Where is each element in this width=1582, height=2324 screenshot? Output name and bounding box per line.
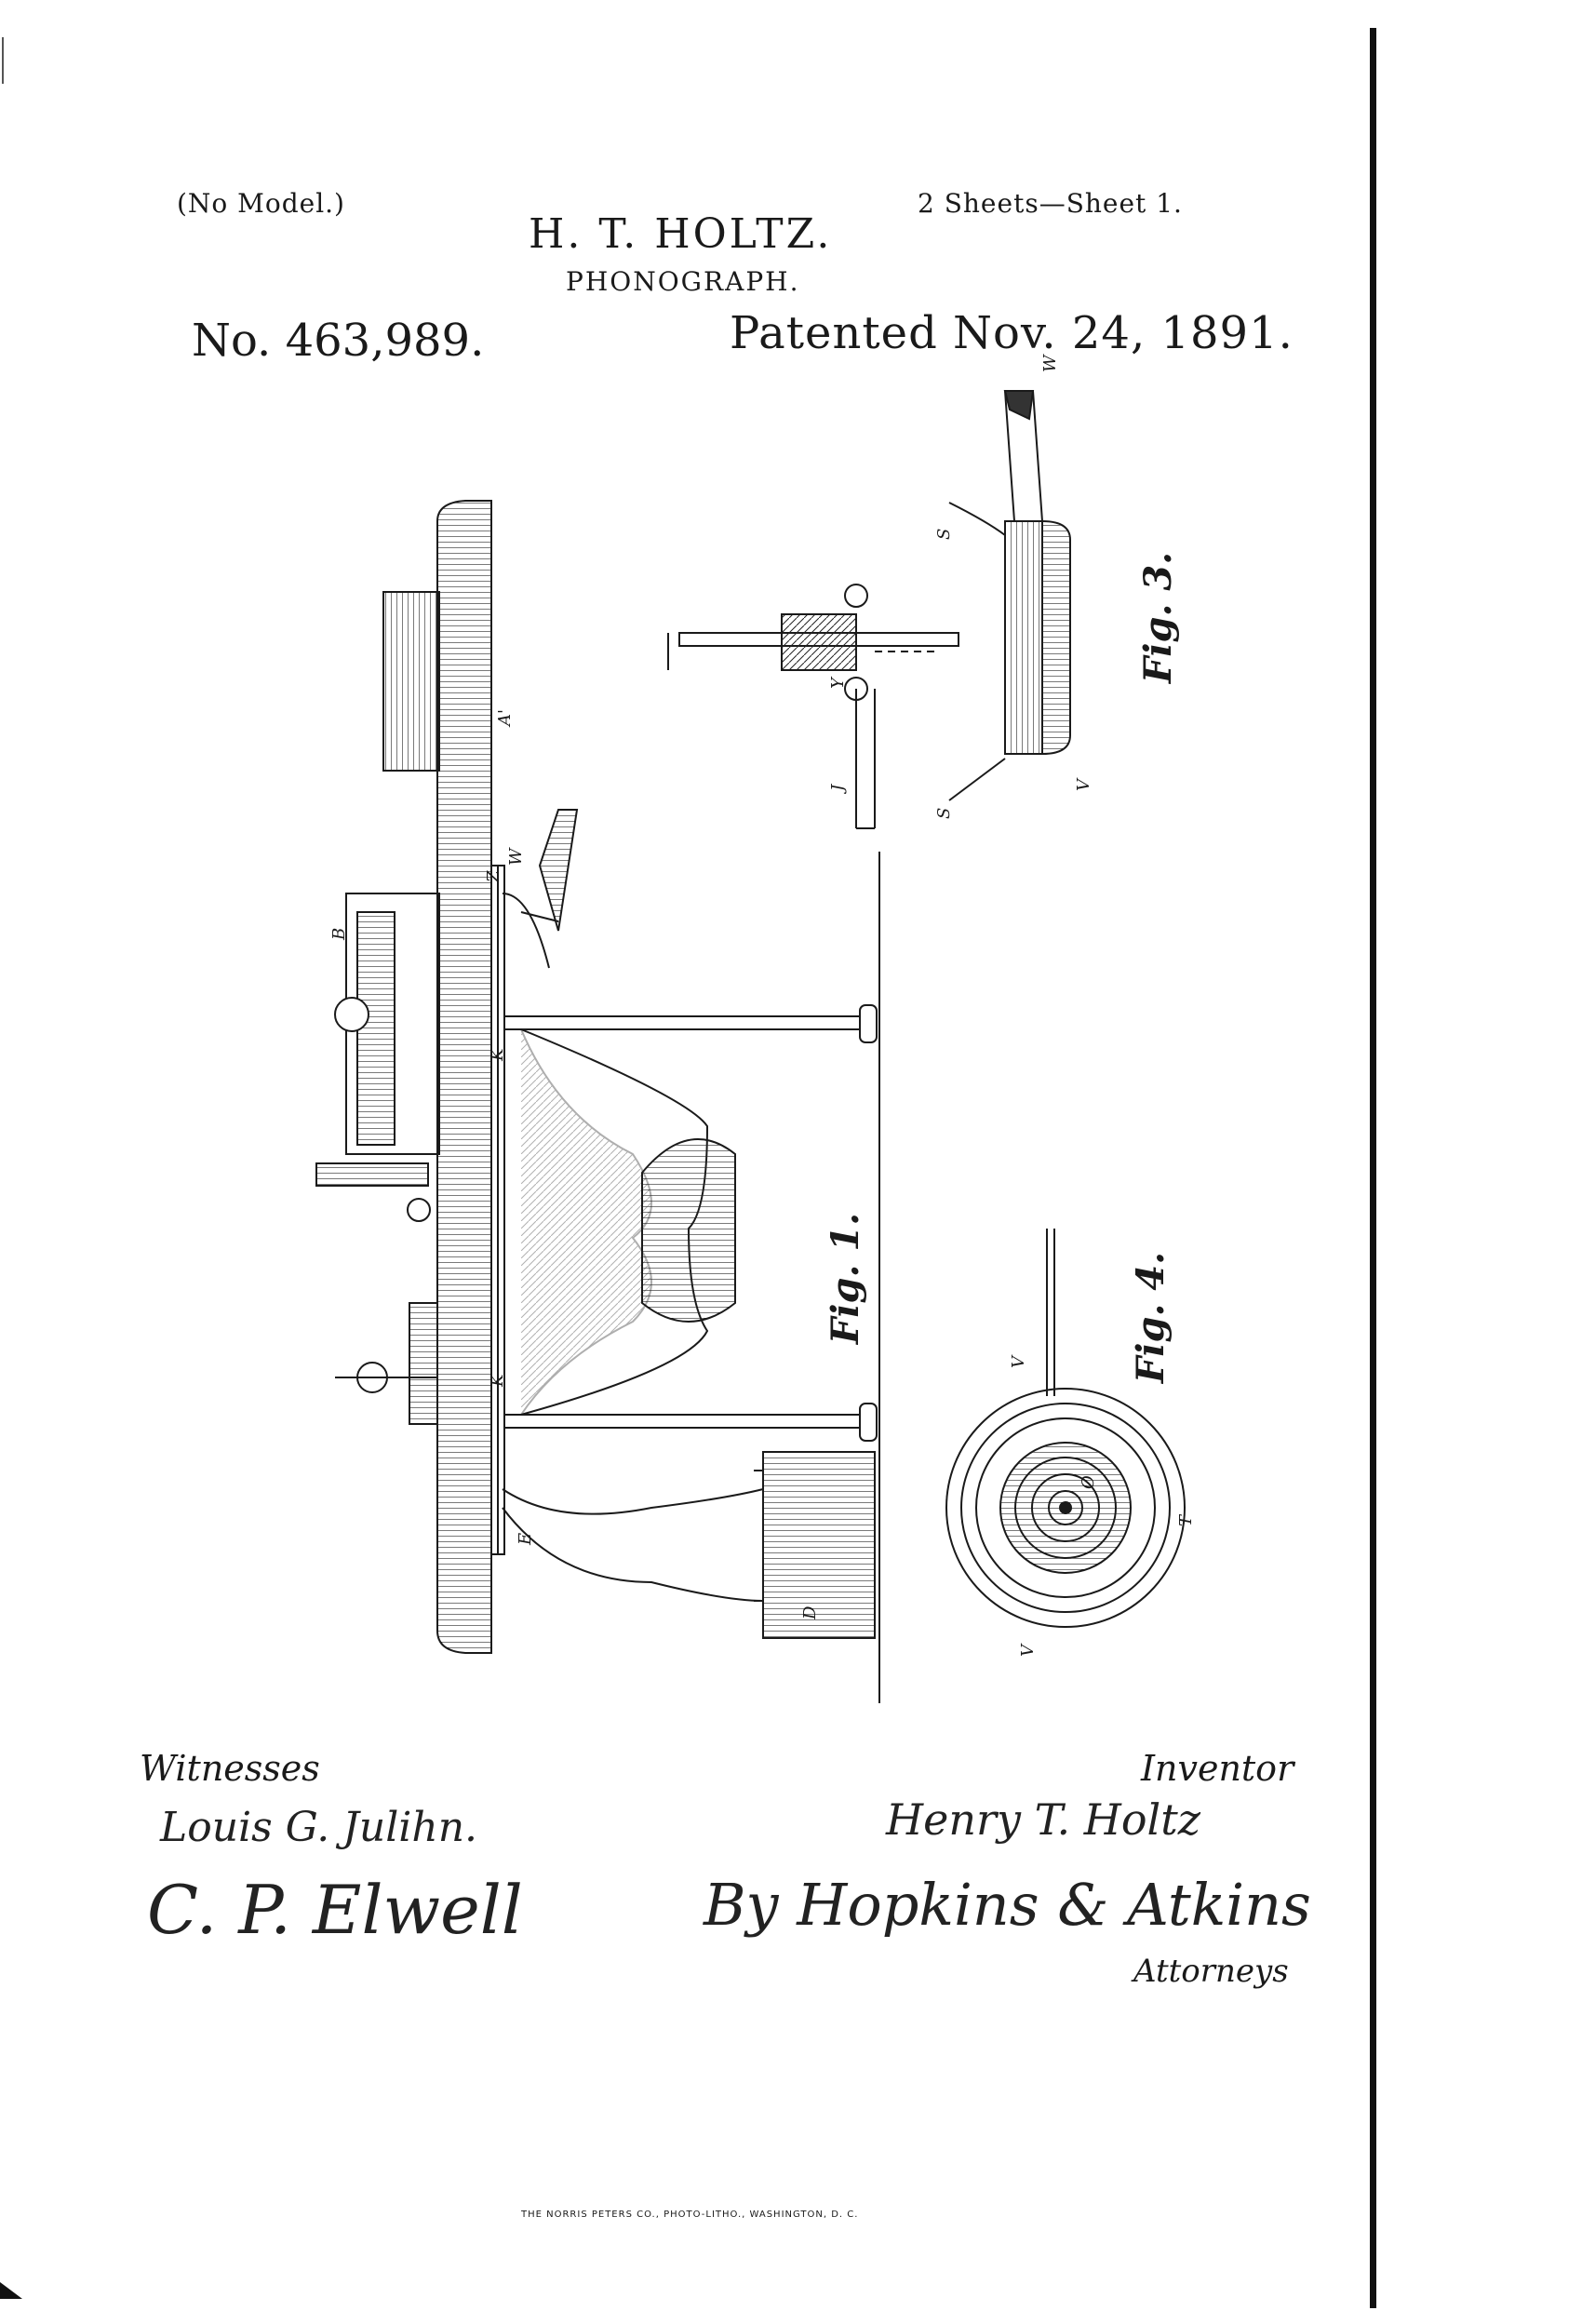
patented-date: Patented Nov. 24, 1891. xyxy=(730,307,1294,359)
witness-signature-2: C. P. Elwell xyxy=(147,1871,523,1949)
inventor-name: H. T. HOLTZ. xyxy=(529,210,833,258)
figure-3-drawing xyxy=(667,390,1071,829)
figure-4-drawing xyxy=(945,1229,1186,1628)
svg-text:Y: Y xyxy=(828,676,848,689)
svg-text:K: K xyxy=(488,1373,507,1388)
svg-text:W: W xyxy=(506,847,526,866)
part-letters: A' B Z W K K E D V W S S Y J V T V O xyxy=(329,354,1196,1657)
svg-text:W: W xyxy=(1040,354,1060,372)
svg-text:B: B xyxy=(329,928,349,941)
svg-text:Z: Z xyxy=(484,870,503,883)
model-note: (No Model.) xyxy=(177,188,345,219)
svg-text:E: E xyxy=(516,1533,535,1546)
svg-text:V: V xyxy=(1018,1643,1038,1657)
figure-1-drawing xyxy=(315,500,878,1654)
printer-credit: THE NORRIS PETERS CO., PHOTO-LITHO., WAS… xyxy=(521,2210,859,2220)
inventor-signature: Henry T. Holtz xyxy=(886,1794,1200,1845)
svg-text:K: K xyxy=(488,1047,507,1062)
svg-text:V: V xyxy=(1009,1354,1028,1368)
attorneys-label: Attorneys xyxy=(1133,1953,1289,1990)
page-edge-right xyxy=(1370,28,1376,2308)
attorney-signature: By Hopkins & Atkins xyxy=(704,1871,1311,1939)
witnesses-label: Witnesses xyxy=(140,1748,320,1789)
svg-text:J: J xyxy=(828,783,848,795)
svg-text:A': A' xyxy=(495,709,515,728)
svg-text:S: S xyxy=(934,529,954,540)
svg-text:S: S xyxy=(934,808,954,819)
page-edge-left xyxy=(2,37,4,84)
svg-text:D: D xyxy=(800,1605,820,1620)
patent-title: PHONOGRAPH. xyxy=(566,266,800,297)
svg-text:V: V xyxy=(1074,777,1093,791)
svg-text:O: O xyxy=(1079,1475,1098,1489)
inventor-label: Inventor xyxy=(1141,1748,1294,1789)
witness-signature-1: Louis G. Julihn. xyxy=(160,1804,478,1851)
patent-number: No. 463,989. xyxy=(192,315,485,367)
svg-text:T: T xyxy=(1176,1513,1196,1526)
sheet-count: 2 Sheets—Sheet 1. xyxy=(918,188,1183,219)
